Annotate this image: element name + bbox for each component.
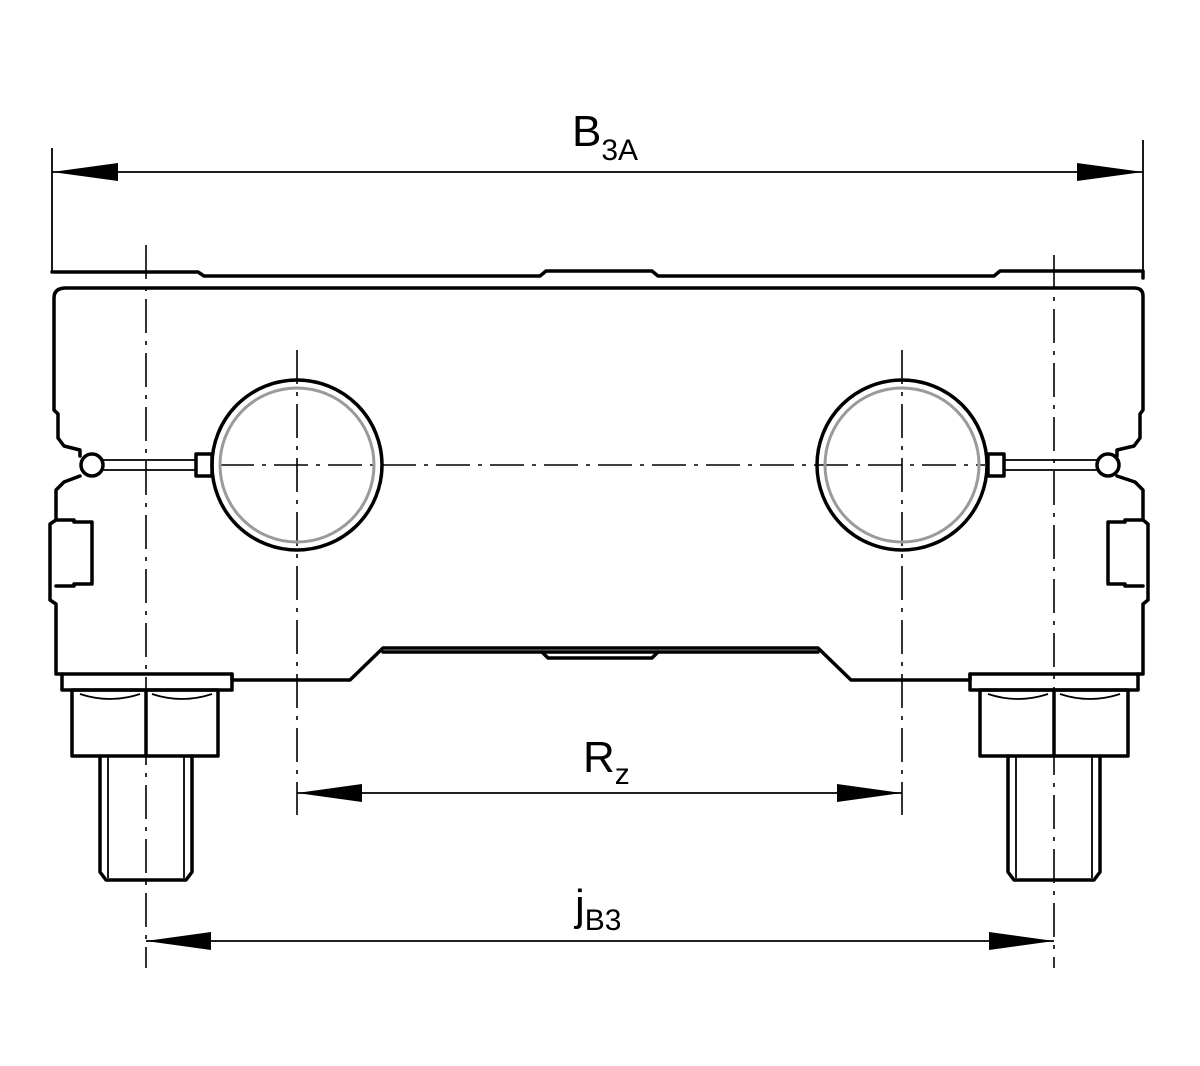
dimension-b3a-arrow-left — [52, 163, 118, 181]
dimension-jb3-arrow-left — [146, 932, 211, 950]
bolt-left — [98, 754, 194, 882]
extension-lines — [51, 140, 1144, 272]
dimension-rz: Rz — [297, 733, 902, 802]
roller-left — [210, 378, 384, 552]
center-lines — [145, 245, 1055, 968]
t-slot-right — [1106, 518, 1145, 588]
base-center-notch — [540, 650, 660, 660]
clamp-plate-left — [60, 672, 234, 692]
t-slot-left — [54, 518, 94, 588]
rail-lower-body — [48, 474, 1150, 682]
dimension-b3a-label: B3A — [572, 107, 638, 167]
carriage-upper-body — [52, 286, 1145, 458]
nut-right — [978, 688, 1130, 758]
dimension-b3a-arrow-right — [1077, 163, 1143, 181]
dimension-rz-arrow-right — [837, 784, 902, 802]
dimension-jb3: jB3 — [146, 881, 1054, 950]
dimension-b3a: B3A — [52, 107, 1143, 181]
dimension-jb3-label: jB3 — [573, 881, 621, 937]
bolt-right — [1006, 754, 1102, 882]
dimension-jb3-arrow-right — [989, 932, 1054, 950]
seal-left — [79, 452, 214, 478]
top-cover-strip — [50, 269, 1145, 280]
dimension-rz-arrow-left — [297, 784, 362, 802]
nut-left — [70, 688, 220, 758]
dimension-rz-label: Rz — [583, 733, 630, 791]
roller-right — [815, 378, 989, 552]
